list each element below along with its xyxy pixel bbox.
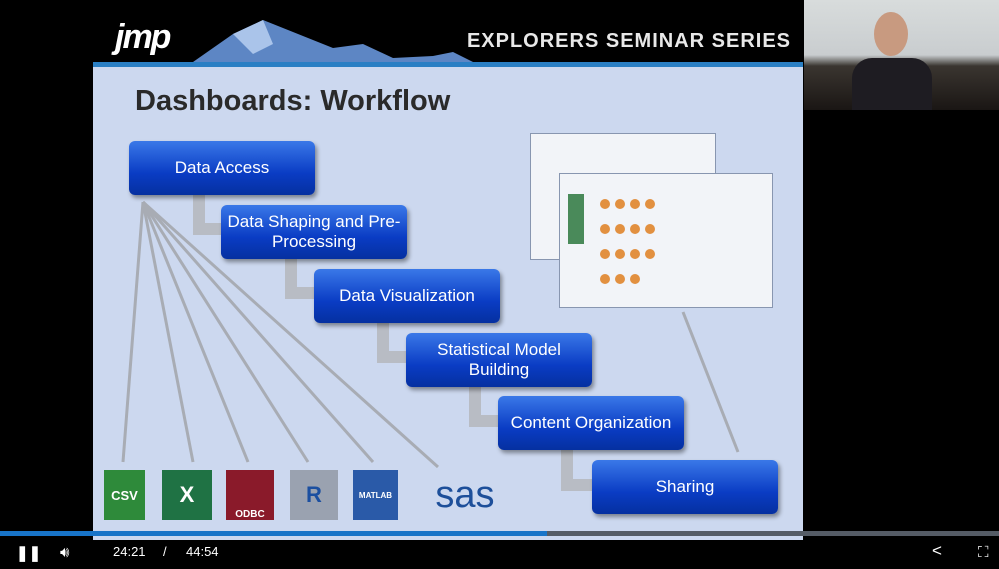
step-data-access: Data Access <box>129 141 315 195</box>
step-content-organization: Content Organization <box>498 396 684 450</box>
step-data-shaping: Data Shaping and Pre-Processing <box>221 205 407 259</box>
odbc-icon: ODBC <box>226 470 274 520</box>
player-controls: ❚❚ 🔊︎ 24:21 / 44:54 < ⛶ <box>0 540 999 569</box>
arrows <box>121 200 740 469</box>
slide-banner: jmp EXPLORERS SEMINAR SERIES <box>93 0 803 62</box>
dashboard-screenshot-front <box>559 173 773 308</box>
duration: 44:54 <box>186 544 219 559</box>
share-icon[interactable]: < <box>932 541 942 560</box>
r-icon: R <box>290 470 338 520</box>
mountain-image <box>193 20 473 62</box>
matlab-icon: MATLAB <box>353 470 398 520</box>
volume-icon[interactable]: 🔊︎ <box>60 544 70 561</box>
step-data-visualization: Data Visualization <box>314 269 500 323</box>
sas-logo: sas <box>435 473 495 516</box>
current-time: 24:21 <box>113 544 146 559</box>
step-model-building: Statistical Model Building <box>406 333 592 387</box>
jmp-logo: jmp <box>115 18 171 56</box>
excel-icon: X <box>162 470 212 520</box>
slide-title: Dashboards: Workflow <box>135 85 451 117</box>
video-frame[interactable]: jmp EXPLORERS SEMINAR SERIES Dashboards:… <box>93 0 803 548</box>
step-sharing: Sharing <box>592 460 778 514</box>
progress-bar[interactable] <box>0 531 999 536</box>
csv-icon: CSV <box>104 470 145 520</box>
slide-body: Dashboards: Workflow Data Access Data Sh… <box>93 62 803 548</box>
fullscreen-icon[interactable]: ⛶ <box>978 544 989 561</box>
progress-fill <box>0 531 548 536</box>
series-title: EXPLORERS SEMINAR SERIES <box>466 30 791 52</box>
pause-button[interactable]: ❚❚ <box>16 545 42 562</box>
time-separator: / <box>163 544 167 559</box>
presenter-webcam <box>804 0 999 110</box>
